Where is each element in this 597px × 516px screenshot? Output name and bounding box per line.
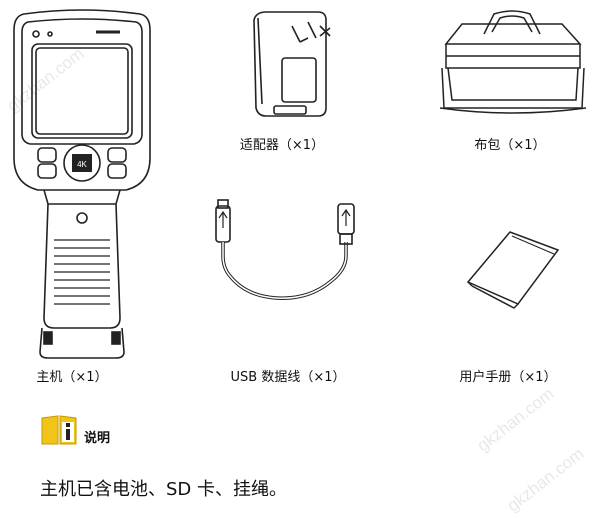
note-label: 说明	[84, 431, 111, 446]
power-adapter-illustration	[253, 11, 331, 117]
adapter-caption: 适配器（×1）	[239, 138, 325, 153]
main-unit-caption: 主机（×1）	[36, 370, 108, 385]
thermal-camera-illustration: 4K	[13, 9, 151, 359]
manual-caption: 用户手册（×1）	[459, 370, 557, 385]
cloth-bag-illustration	[439, 10, 587, 114]
usb-cable-illustration	[215, 199, 355, 300]
watermark: gkzhan.com	[503, 443, 588, 516]
info-book-icon	[41, 415, 77, 445]
camera-button-label: 4K	[77, 160, 87, 169]
cloth-bag-caption: 布包（×1）	[474, 138, 546, 153]
usb-cable-caption: USB 数据线（×1）	[230, 370, 346, 385]
note-text: 主机已含电池、SD 卡、挂绳。	[40, 479, 288, 500]
watermark: gkzhan.com	[473, 383, 558, 456]
user-manual-illustration	[466, 231, 560, 309]
